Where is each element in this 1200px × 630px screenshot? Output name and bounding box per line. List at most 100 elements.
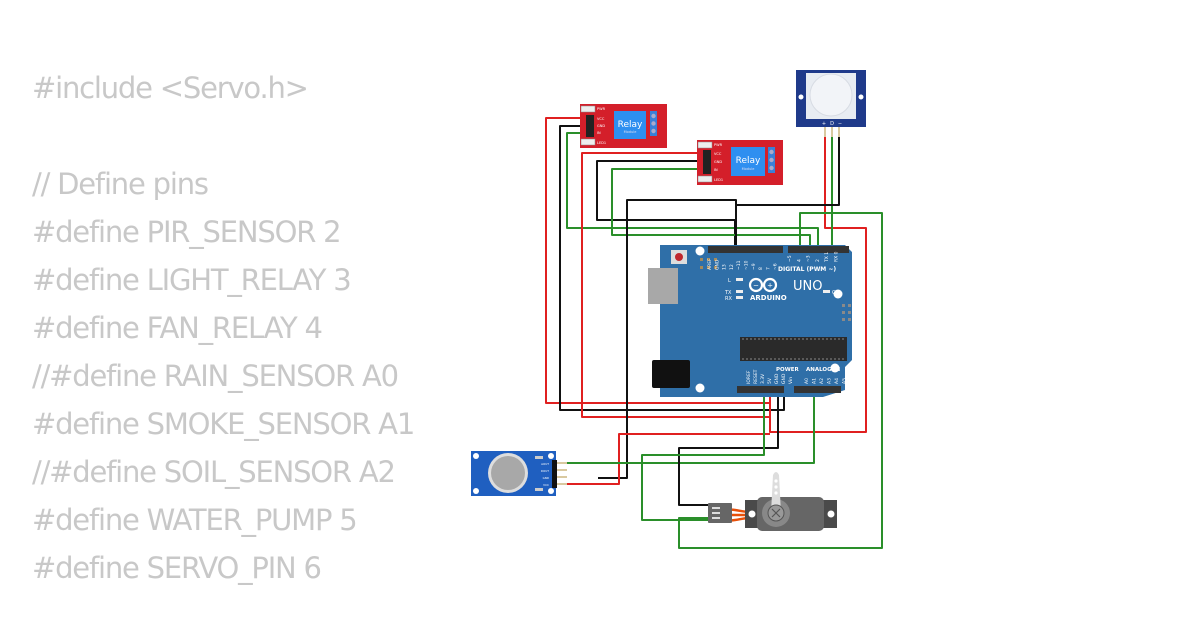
relay-module-2[interactable]: PWR LED1 VCC GND IN Relay Module [697,140,783,185]
pin-leg [557,462,567,464]
logo-plus: + [767,282,773,290]
pin-header [703,150,711,174]
led-label: TX [724,290,732,296]
pin-label: − [838,121,842,127]
wire-servo-gnd[interactable] [678,388,779,506]
horn-hole [774,485,778,489]
relay-subtitle: Module [624,130,637,134]
mount-hole [548,488,554,494]
screw [769,165,774,171]
code-line: #define FAN_RELAY 4 [32,311,323,345]
digital-header-left [708,246,783,253]
led-on [823,290,830,293]
led-pwr [697,141,713,149]
pin-label: GND [774,373,780,384]
usb-port [648,268,678,304]
mount-hole [473,453,479,459]
screw [651,113,656,119]
relay-block [614,111,646,139]
icsp-header [700,258,717,269]
relay-title: Relay [618,120,643,130]
pin-label: GND [714,259,720,270]
pin-label: ~9 [751,263,757,270]
pin-label: 5V [767,377,773,384]
wire-servo-signal[interactable] [641,388,765,521]
code-line: #define SMOKE_SENSOR A1 [32,407,415,441]
relay-title: Relay [736,156,761,166]
power-label: POWER [776,367,800,373]
horn-hole [774,491,778,495]
servo-motor[interactable] [708,472,837,531]
sensor-led [535,488,543,491]
pin-label: A1 [812,378,818,384]
wire-pir-vcc[interactable] [769,128,867,433]
pin-label: RX 0 [834,251,840,262]
led-label: LED1 [597,141,606,145]
microcontroller-chip [740,337,847,361]
arduino-logo [748,277,778,293]
pin-label: IN [597,131,601,135]
pin-label: D [830,121,834,127]
pin-label: ~6 [773,263,779,270]
pin-header [586,115,594,137]
wire-relay2-in[interactable] [611,168,811,250]
code-line: #define LIGHT_RELAY 3 [32,263,352,297]
reset-button[interactable] [675,253,683,261]
pin-label: GND [597,124,605,128]
pin-label: GND [781,373,787,384]
pin-label: + [822,121,826,127]
relay-module-1[interactable]: PWR LED1 VCC GND IN Relay Module [580,104,667,148]
wire-gnd-smoke[interactable] [598,199,737,479]
code-line: //#define SOIL_SENSOR A2 [32,455,396,489]
smoke-sensor[interactable]: AOUT DOUT GND VCC [471,451,567,496]
pir-dome [809,73,853,117]
pin-label: DOUT [541,469,549,473]
pin-label: GND [714,160,722,164]
wire-relay1-in[interactable] [566,132,819,250]
mount-hole [473,488,479,494]
shaft-screw-icon [771,508,781,518]
pir-sensor[interactable]: + D − [796,70,866,137]
code-line: #include <Servo.h> [32,71,309,105]
logo-minus: − [753,282,759,290]
pin-label: 13 [722,264,728,270]
code-snippet: #include <Servo.h> // Define pins #defin… [32,66,415,594]
led-rx [736,296,743,299]
wire-smoke-vcc[interactable] [565,433,770,485]
relay-subtitle: Module [742,167,755,171]
wire-relay1-gnd[interactable] [559,125,785,411]
pin-label: AOUT [541,462,549,466]
led-pwr [580,105,596,113]
horn-hole [774,479,778,483]
led-1 [697,175,713,183]
screw [651,128,656,134]
pin-leg [838,127,840,137]
screw [651,121,656,126]
led-tx [736,290,743,293]
pin-label: 4 [796,259,802,262]
pin-label: IN [714,168,718,172]
mount-hole [830,363,840,373]
wire-pin5-pump[interactable] [678,212,883,549]
code-line: #define WATER_PUMP 5 [32,503,358,537]
pin-label: A0 [804,378,810,384]
screw [769,157,774,163]
pin-label: VCC [714,152,722,156]
relay-block [731,147,765,176]
pin-leg [831,127,833,137]
mount-hole [548,453,554,459]
wire-smoke-aout[interactable] [565,388,815,464]
pin-label: ~10 [744,260,750,270]
code-line: // Define pins [32,167,209,201]
pin-label: AREF [707,258,713,270]
code-line: #define SERVO_PIN 6 [32,551,322,585]
pin-label: Vin [788,377,794,384]
connector-pin [712,517,720,519]
power-header [737,386,784,393]
arduino-model: UNO [793,279,822,294]
wire-pir-gnd[interactable] [737,128,840,206]
